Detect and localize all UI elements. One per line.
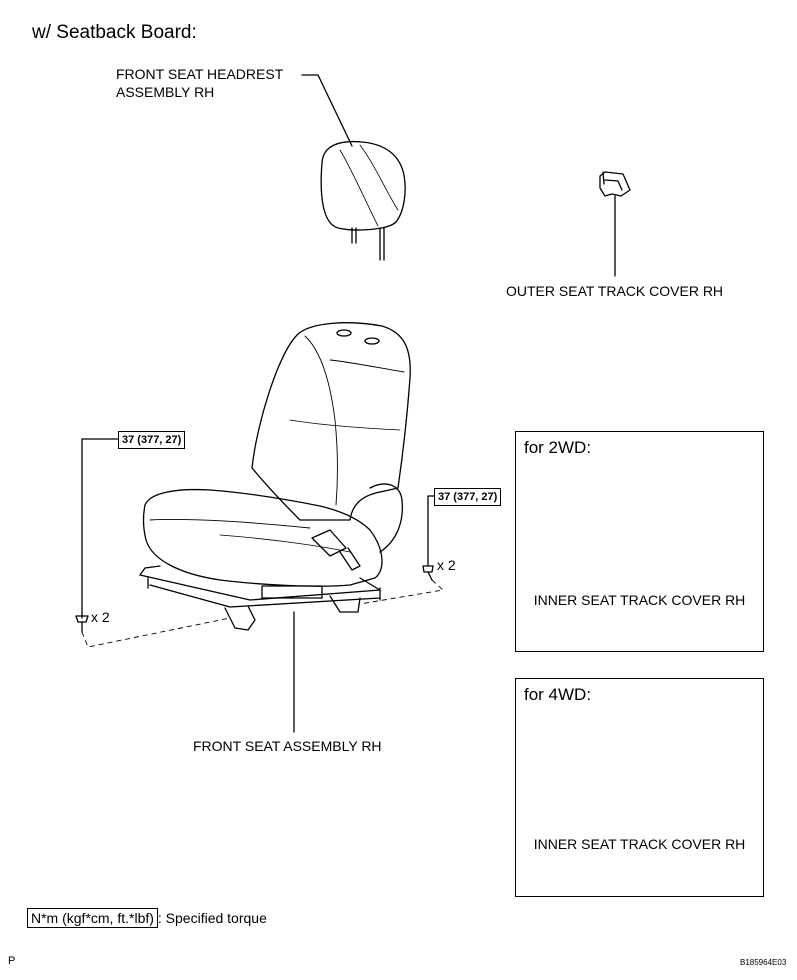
right-torque-leader [427, 495, 435, 566]
seat-back-illustration [251, 322, 411, 521]
inset-4wd-title: for 4WD: [524, 685, 592, 704]
headrest-label-line2: ASSEMBLY RH [116, 84, 215, 100]
torque-legend-text: : Specified torque [157, 909, 267, 926]
inset-2wd-label: INNER SEAT TRACK COVER RH [533, 592, 746, 608]
headrest-label-line1: FRONT SEAT HEADREST [116, 66, 284, 82]
inset-4wd-label: INNER SEAT TRACK COVER RH [533, 836, 746, 852]
page-letter: P [8, 955, 16, 967]
seat-assembly-label: FRONT SEAT ASSEMBLY RH [193, 738, 382, 754]
install-dashed-lines [81, 579, 444, 648]
inset-4wd: for 4WD: INNER SEAT TRACK COVER RH [515, 678, 764, 897]
page-heading: w/ Seatback Board: [32, 22, 197, 43]
torque-unit-box: N*m (kgf*cm, ft.*lbf) [27, 908, 158, 928]
left-torque-leader [81, 438, 119, 619]
torque-legend: N*m (kgf*cm, ft.*lbf) : Specified torque [27, 908, 267, 928]
right-bolt-illustration [422, 565, 434, 581]
left-bolt-quantity: x 2 [91, 609, 110, 625]
left-torque-callout: 37 (377, 27) [118, 431, 186, 449]
headrest-leader [301, 74, 353, 147]
right-torque-callout: 37 (377, 27) [434, 488, 502, 506]
seatbelt-buckle-illustration [311, 529, 361, 571]
seat-cushion-illustration [142, 483, 404, 587]
inset-2wd: for 2WD: INNER SEAT TRACK COVER RH [515, 431, 764, 652]
left-bolt-illustration [75, 615, 89, 633]
right-bolt-quantity: x 2 [437, 557, 456, 573]
inset-2wd-title: for 2WD: [524, 438, 592, 457]
headrest-illustration [320, 140, 406, 261]
seat-frame-illustration [139, 565, 381, 631]
outer-seat-track-cover-illustration [599, 171, 631, 277]
outer-seat-track-cover-label: OUTER SEAT TRACK COVER RH [506, 283, 724, 299]
figure-code: B185964E03 [740, 958, 787, 967]
